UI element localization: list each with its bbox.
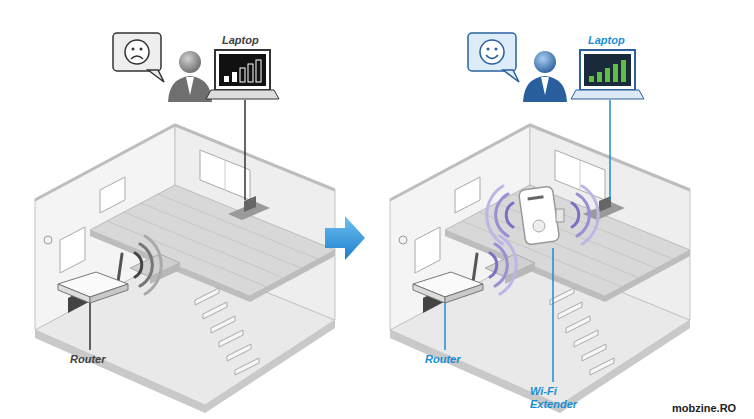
leader-line — [609, 100, 611, 200]
leader-line — [444, 303, 446, 350]
person-happy — [468, 33, 567, 102]
device-label: Router — [425, 353, 460, 366]
device-label: Laptop — [588, 34, 625, 47]
transition-arrow — [325, 216, 365, 260]
router-icon — [58, 254, 128, 303]
device-label: Wi-Fi Extender — [530, 385, 577, 411]
laptop-icon — [571, 50, 644, 99]
laptop-icon — [206, 50, 279, 99]
wifi-extender — [518, 186, 564, 245]
router-icon — [413, 254, 483, 303]
signal-waves — [487, 186, 599, 294]
watermark: mobzine.RO — [672, 402, 736, 415]
device-label: Router — [70, 353, 105, 366]
leader-line — [552, 248, 554, 382]
house — [390, 125, 690, 413]
person-sad — [113, 33, 212, 102]
device-label: Laptop — [222, 34, 259, 47]
leader-line — [244, 100, 246, 200]
signal-waves — [135, 236, 161, 294]
leader-line — [89, 303, 91, 350]
house — [35, 125, 335, 413]
